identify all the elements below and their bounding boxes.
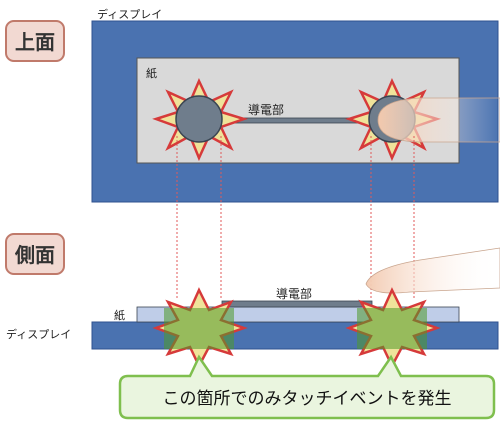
paper-label-top: 紙	[146, 66, 157, 80]
display-label-side: ディスプレイ	[6, 327, 71, 341]
finger-icon	[365, 247, 500, 294]
conductive-strip-side	[221, 300, 373, 308]
contact-pad-top-left	[175, 95, 223, 143]
finger-icon	[377, 97, 500, 143]
callout: この箇所でのみタッチイベントを発生	[118, 354, 496, 420]
paper-label-side: 紙	[114, 308, 125, 322]
touch-point-side-right	[345, 287, 441, 369]
display-side	[91, 321, 499, 350]
side-view-label-box: 側面	[5, 233, 65, 275]
top-view-label-box: 上面	[5, 20, 65, 62]
display-label-top: ディスプレイ	[97, 7, 162, 21]
conductive-label-top: 導電部	[248, 102, 284, 117]
top-view-label: 上面	[15, 30, 55, 54]
callout-text: この箇所でのみタッチイベントを発生	[163, 389, 452, 409]
callout-box	[118, 354, 496, 420]
side-view-label: 側面	[14, 243, 55, 267]
touch-point-side-left	[152, 287, 248, 369]
conductive-label-side: 導電部	[276, 286, 312, 301]
